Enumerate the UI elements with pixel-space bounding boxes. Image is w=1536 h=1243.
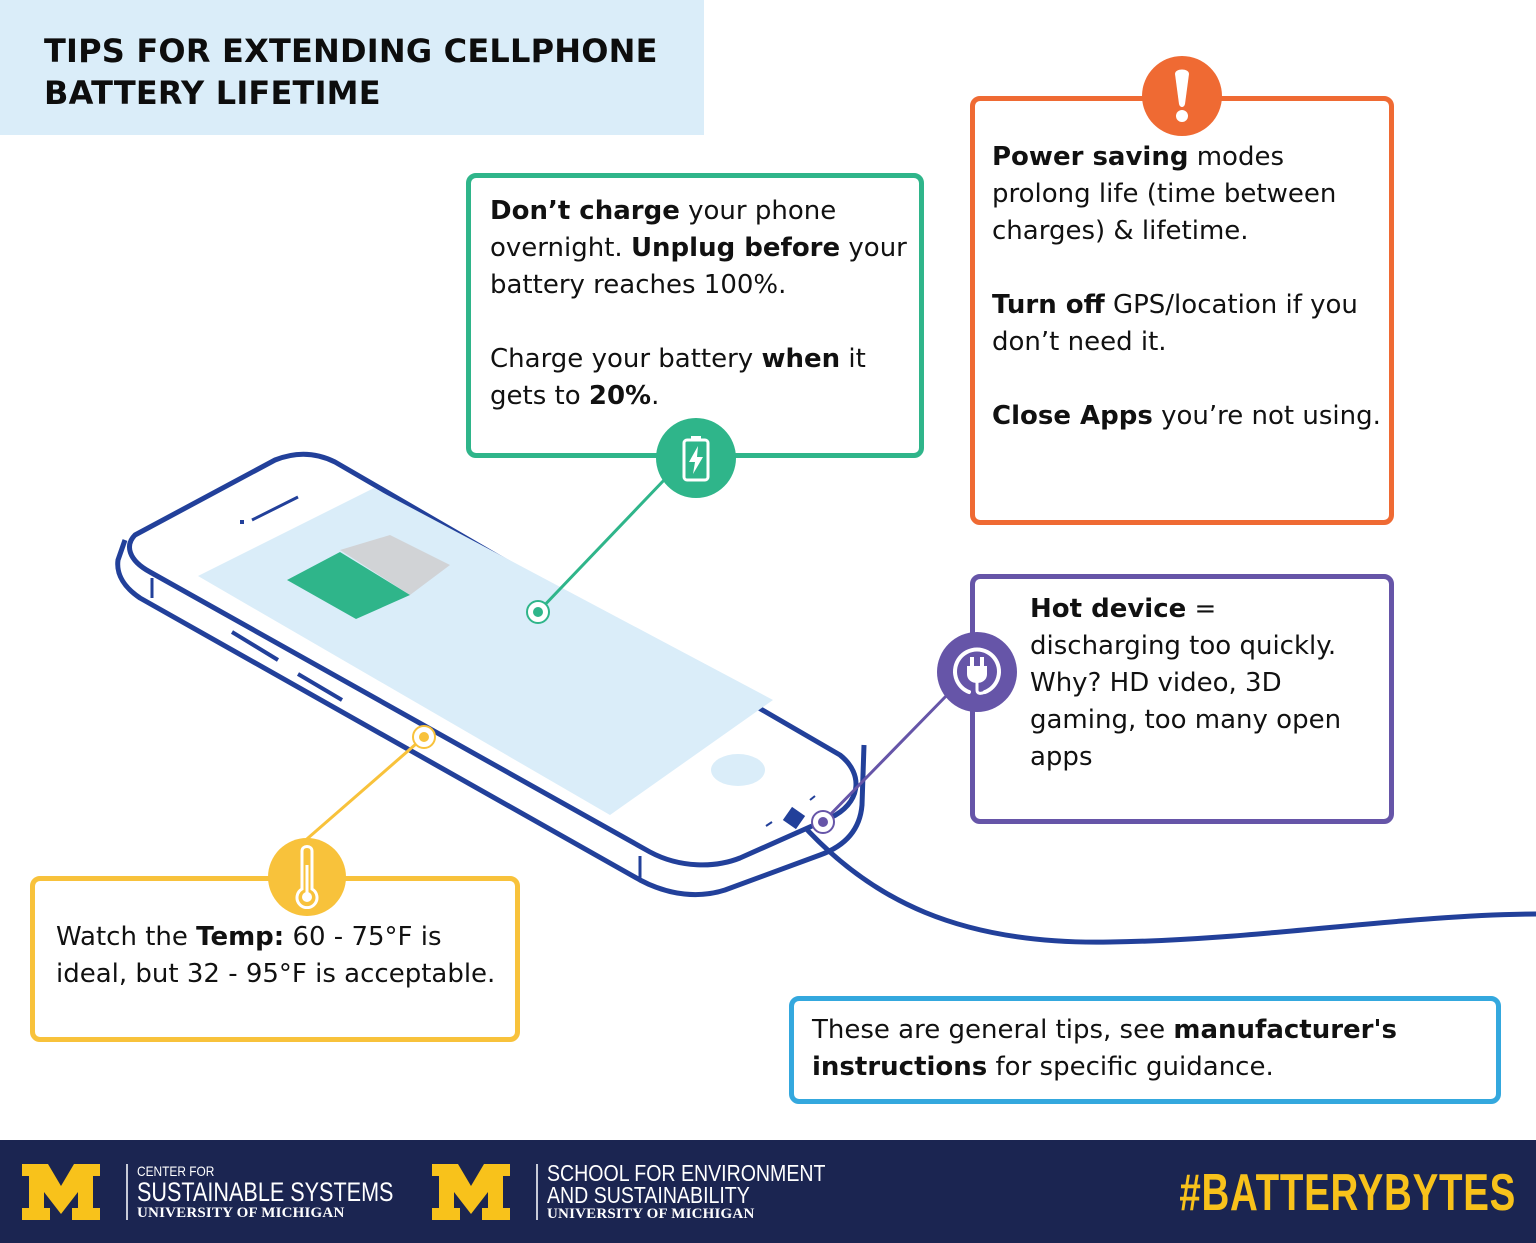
footer-bar: CENTER FOR SUSTAINABLE SYSTEMS UNIVERSIT… [0, 1140, 1536, 1243]
power-paragraph-3: Close Apps you’re not using. [992, 401, 1381, 431]
tip-card-temperature: Watch the Temp: 60 - 75°F is ideal, but … [30, 876, 520, 1042]
thermometer-icon [268, 838, 346, 916]
hot-paragraph-2: Why? HD video, 3D gaming, too many open … [1030, 668, 1342, 772]
css-logo: CENTER FOR SUSTAINABLE SYSTEMS UNIVERSIT… [22, 1162, 458, 1222]
hashtag: #BATTERYBYTES [1179, 1164, 1516, 1222]
general-tips-note: These are general tips, see manufacturer… [789, 996, 1501, 1104]
phone-illustration [115, 451, 1536, 945]
logo1-line1: CENTER FOR [137, 1162, 215, 1179]
logo2-line1: SCHOOL FOR ENVIRONMENT [547, 1160, 826, 1186]
phone-side [115, 539, 867, 898]
tip-card-charging: Don’t charge your phone overnight. Unplu… [466, 173, 924, 458]
charging-paragraph-2: Charge your battery when it gets to 20%. [490, 344, 866, 411]
block-m-logo-icon [432, 1164, 510, 1220]
logo2-line2: AND SUSTAINABILITY [547, 1182, 750, 1208]
charging-cable [798, 820, 1536, 945]
tip-card-power-saving: Power saving modes prolong life (time be… [970, 96, 1394, 525]
logo-divider [536, 1164, 538, 1220]
title-line-1: TIPS FOR EXTENDING CELLPHONE [44, 32, 658, 70]
home-button [711, 754, 765, 786]
battery-level-graphic [287, 535, 450, 619]
exclamation-icon [1142, 56, 1222, 136]
title-banner: TIPS FOR EXTENDING CELLPHONE BATTERY LIF… [0, 0, 704, 135]
logo1-line2: SUSTAINABLE SYSTEMS [137, 1176, 394, 1207]
power-paragraph-1: Power saving modes prolong life (time be… [992, 142, 1337, 246]
plug-icon [937, 632, 1017, 712]
charging-paragraph-1: Don’t charge your phone overnight. Unplu… [490, 196, 907, 300]
tip-card-hot-device: Hot device = discharging too quickly. Wh… [970, 574, 1394, 824]
general-note-text: These are general tips, see manufacturer… [812, 1015, 1397, 1082]
seas-logo: SCHOOL FOR ENVIRONMENT AND SUSTAINABILIT… [432, 1162, 875, 1222]
logo2-line3: UNIVERSITY OF MICHIGAN [547, 1206, 755, 1222]
page-title: TIPS FOR EXTENDING CELLPHONE BATTERY LIF… [44, 30, 658, 114]
hot-paragraph-1: Hot device = discharging too quickly. [1030, 594, 1337, 661]
battery-charging-icon [656, 418, 736, 498]
logo-divider [126, 1164, 128, 1220]
logo1-line3: UNIVERSITY OF MICHIGAN [137, 1204, 345, 1221]
power-paragraph-2: Turn off GPS/location if you don’t need … [992, 290, 1358, 357]
temp-paragraph: Watch the Temp: 60 - 75°F is ideal, but … [56, 922, 496, 989]
block-m-logo-icon [22, 1164, 100, 1220]
title-line-2: BATTERY LIFETIME [44, 74, 381, 112]
